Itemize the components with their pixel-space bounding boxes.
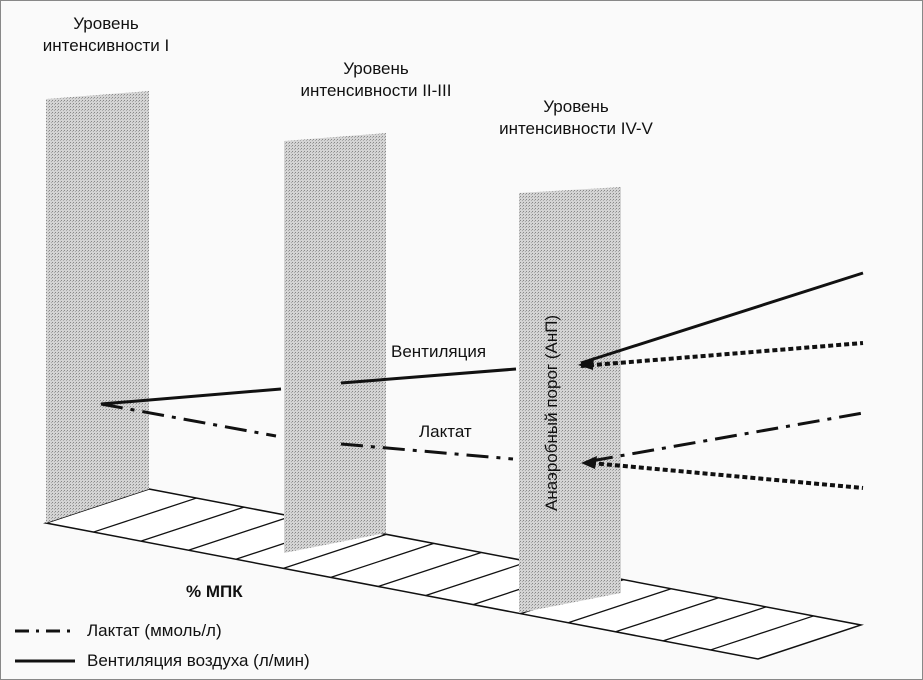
floor-divider bbox=[283, 533, 387, 569]
ventilation-alt-dotted bbox=[580, 341, 864, 368]
lactate-alt-dotted bbox=[590, 461, 864, 490]
lactate-curve bbox=[100, 402, 864, 463]
ventilation-curve bbox=[100, 271, 864, 406]
solid-line-icon bbox=[15, 659, 75, 663]
panel-level-1 bbox=[46, 91, 149, 523]
legend-label: Вентиляция воздуха (л/мин) bbox=[87, 651, 310, 670]
legend-item-ventilation: Вентиляция воздуха (л/мин) bbox=[15, 651, 310, 671]
axis-label: % МПК bbox=[186, 582, 243, 601]
threshold-label: Анаэробный порог (АнП) bbox=[542, 315, 561, 511]
arrow-head-icon bbox=[581, 456, 597, 469]
dash-dot-line-icon bbox=[15, 629, 75, 633]
floor-divider bbox=[188, 515, 292, 551]
level-label-line: Уровень bbox=[73, 14, 139, 33]
level-label-line: Уровень bbox=[343, 59, 409, 78]
lactate-label: Лактат bbox=[419, 422, 472, 441]
level-label-line: Уровень bbox=[543, 97, 609, 116]
level-label-line: интенсивности I bbox=[42, 36, 170, 55]
arrow-head-icon bbox=[578, 357, 594, 370]
legend-item-lactate: Лактат (ммоль/л) bbox=[15, 621, 222, 641]
floor-divider bbox=[710, 615, 814, 651]
legend-label: Лактат (ммоль/л) bbox=[87, 621, 222, 640]
floor-divider bbox=[567, 588, 672, 624]
ventilation-label: Вентиляция bbox=[391, 342, 487, 361]
floor-divider bbox=[662, 606, 767, 642]
floor-divider bbox=[140, 506, 245, 542]
floor-divider bbox=[330, 542, 435, 579]
level-2-label: Уровень интенсивности II-III bbox=[281, 58, 471, 102]
floor-divider bbox=[93, 497, 197, 533]
level-label-line: интенсивности IV-V bbox=[499, 119, 653, 138]
level-1-label: Уровень интенсивности I bbox=[21, 13, 191, 57]
floor-divider bbox=[615, 597, 719, 633]
floor-divider bbox=[378, 551, 482, 588]
panel-level-3 bbox=[519, 187, 621, 613]
panel-level-2 bbox=[284, 133, 386, 553]
level-label-line: интенсивности II-III bbox=[300, 81, 452, 100]
floor-divider bbox=[425, 560, 529, 597]
level-3-label: Уровень интенсивности IV-V bbox=[481, 96, 671, 140]
